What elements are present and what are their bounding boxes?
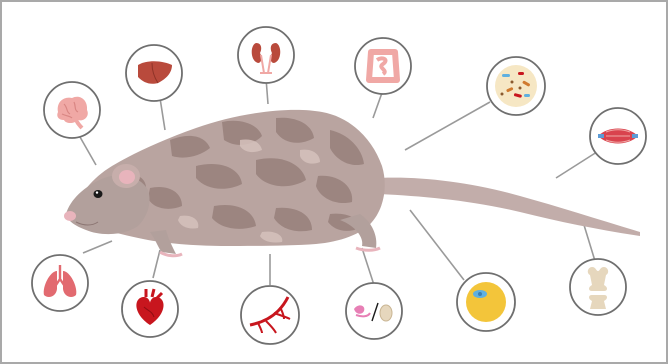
rat-nose	[64, 211, 76, 221]
reproductive-icon	[346, 283, 402, 339]
intestine-icon	[355, 38, 411, 94]
muscle-icon	[590, 108, 646, 164]
heart-icon	[122, 281, 178, 337]
rat-eye	[94, 190, 103, 198]
rat	[64, 110, 640, 256]
vessels-icon	[241, 286, 299, 344]
rat-ear-inner	[119, 170, 135, 184]
rat-head	[66, 175, 150, 234]
brain-icon	[44, 82, 100, 138]
kidney-icon	[238, 27, 294, 83]
rat-tail	[378, 178, 640, 236]
cell-icon	[457, 273, 515, 331]
lungs-icon	[32, 255, 88, 311]
bacteria-icon	[487, 57, 545, 115]
liver-icon	[126, 45, 182, 101]
bone-icon	[570, 259, 626, 315]
